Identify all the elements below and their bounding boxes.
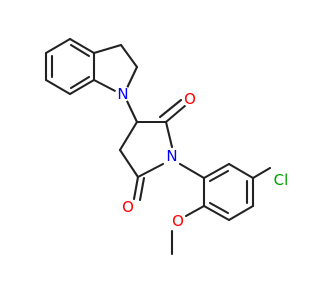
molecule-structure-diagram: N O N O Cl O <box>44 37 292 256</box>
bond <box>44 37 72 55</box>
imide-nitrogen-atom: N <box>164 147 180 165</box>
bond <box>158 98 183 119</box>
bond <box>92 43 123 55</box>
bond <box>251 166 272 180</box>
bond <box>202 162 231 180</box>
atom-label: O <box>172 212 184 230</box>
bond <box>125 65 139 90</box>
atom-label: Cl <box>274 171 289 189</box>
bond <box>119 43 139 69</box>
bond <box>208 201 230 215</box>
bond <box>184 204 206 218</box>
bond <box>178 162 206 180</box>
atom-label: O <box>122 198 134 216</box>
bond <box>68 78 96 96</box>
chlorine-atom: Cl <box>270 171 292 189</box>
indoline-nitrogen-atom: N <box>115 85 131 103</box>
bond <box>202 204 231 222</box>
bond <box>227 204 255 222</box>
atom-labels-layer: N O N O Cl O <box>115 85 292 230</box>
bond <box>118 148 140 179</box>
carbonyl-oxygen-lower-atom: O <box>120 198 136 216</box>
bond <box>138 176 146 202</box>
methoxy-oxygen-atom: O <box>170 212 186 230</box>
bond <box>208 169 230 183</box>
bond <box>69 75 91 90</box>
bond <box>44 78 72 96</box>
carbonyl-oxygen-upper-atom: O <box>182 90 198 108</box>
bond <box>164 120 174 149</box>
bond <box>164 103 188 124</box>
bond <box>132 175 140 201</box>
bonds-layer <box>44 37 272 256</box>
bond <box>118 120 139 152</box>
bond <box>92 78 121 95</box>
bond <box>68 37 96 55</box>
bond <box>125 99 139 124</box>
atom-label: N <box>166 147 177 165</box>
atom-label: N <box>117 85 128 103</box>
bond <box>227 162 255 180</box>
atom-label: O <box>184 90 196 108</box>
bond <box>136 162 165 179</box>
bond <box>69 43 91 58</box>
